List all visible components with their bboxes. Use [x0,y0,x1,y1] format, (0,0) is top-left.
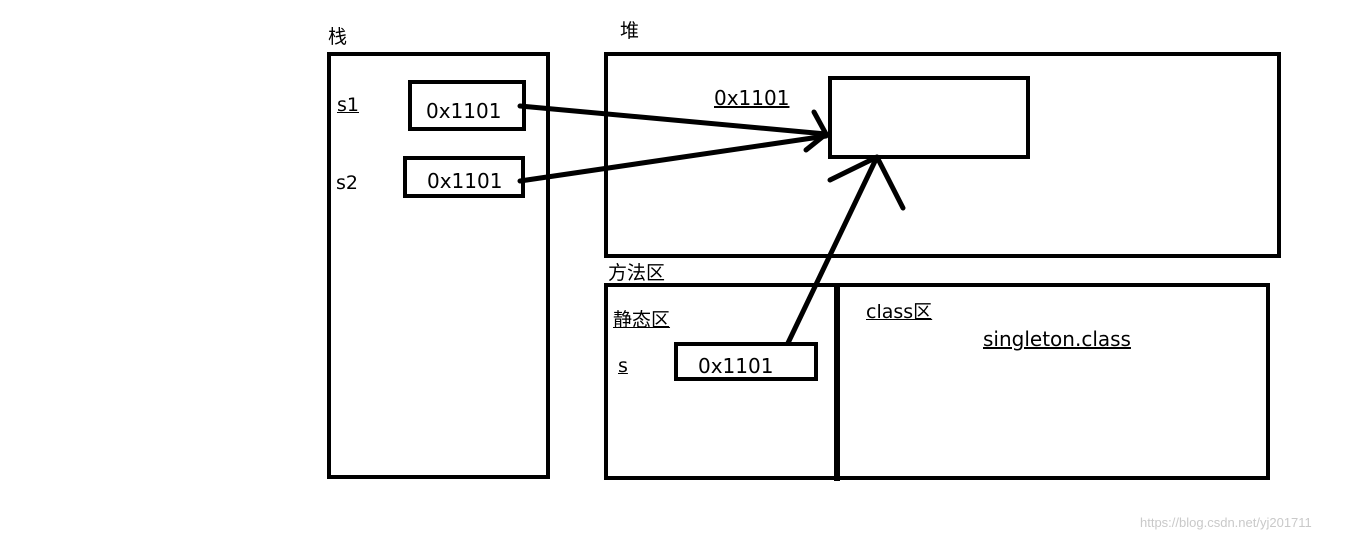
method-area-title: 方法区 [608,262,666,284]
stack-var-s2-value: 0x1101 [427,169,503,193]
heap-title: 堆 [620,20,640,42]
heap-object-box [828,76,1030,159]
class-name: singleton.class [983,327,1131,351]
heap-object-address: 0x1101 [714,86,790,110]
arrow-s2-to-object [517,133,829,184]
stack-frame [327,52,550,479]
watermark-text: https://blog.csdn.net/yj201711 [1140,515,1312,530]
static-var-box [674,342,818,381]
static-var-value: 0x1101 [698,354,774,378]
class-area-title: class区 [866,301,933,323]
stack-var-s1-name: s1 [337,94,359,116]
stack-var-s2-box [403,156,525,198]
static-var-name: s [618,355,628,377]
method-area-divider [834,283,840,481]
stack-var-s1-value: 0x1101 [426,99,502,123]
arrow-s1-to-object [517,103,829,137]
method-area-frame [604,283,1270,480]
arrow-s-to-object [785,154,880,346]
stack-var-s2-name: s2 [336,172,358,194]
arrowhead-s [827,154,906,211]
static-area-title: 静态区 [613,309,671,331]
stack-title: 栈 [328,26,348,48]
heap-frame [604,52,1281,258]
